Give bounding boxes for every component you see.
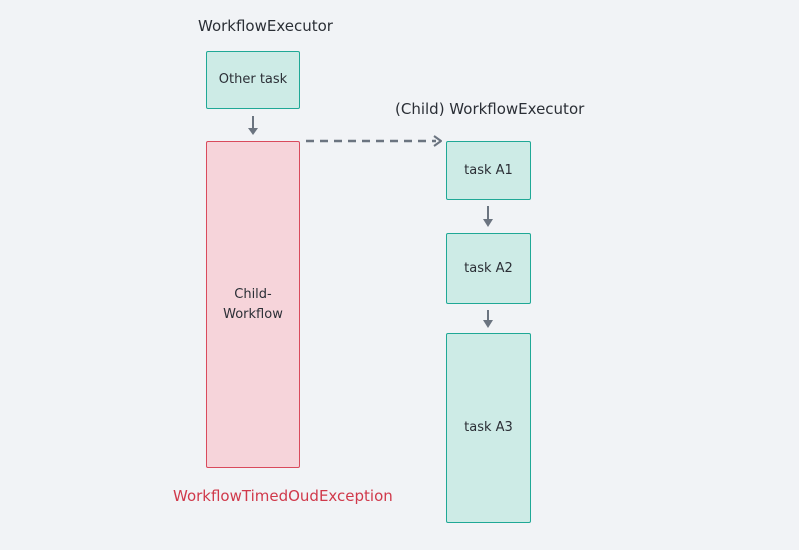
task-a2-label: task A2 <box>464 260 513 276</box>
arrow-task-a1-to-a2 <box>483 206 493 227</box>
parent-executor-title: WorkflowExecutor <box>198 17 333 35</box>
task-a1-node: task A1 <box>446 141 531 200</box>
arrow-dashed-spawn-child <box>306 135 442 147</box>
other-task-label: Other task <box>218 72 288 87</box>
arrow-task-a2-to-a3 <box>483 310 493 328</box>
task-a2-node: task A2 <box>446 233 531 304</box>
task-a1-label: task A1 <box>464 162 513 178</box>
arrow-other-task-to-child-workflow <box>248 116 258 135</box>
child-workflow-node: Child- Workflow <box>206 141 300 468</box>
task-a3-label: task A3 <box>464 420 513 435</box>
child-workflow-label-line2: Workflow <box>223 306 283 322</box>
task-a3-node: task A3 <box>446 333 531 523</box>
child-executor-title: (Child) WorkflowExecutor <box>395 100 585 118</box>
exception-label: WorkflowTimedOudException <box>173 487 393 505</box>
other-task-node: Other task <box>206 51 300 109</box>
child-workflow-label-line1: Child- <box>234 286 272 302</box>
